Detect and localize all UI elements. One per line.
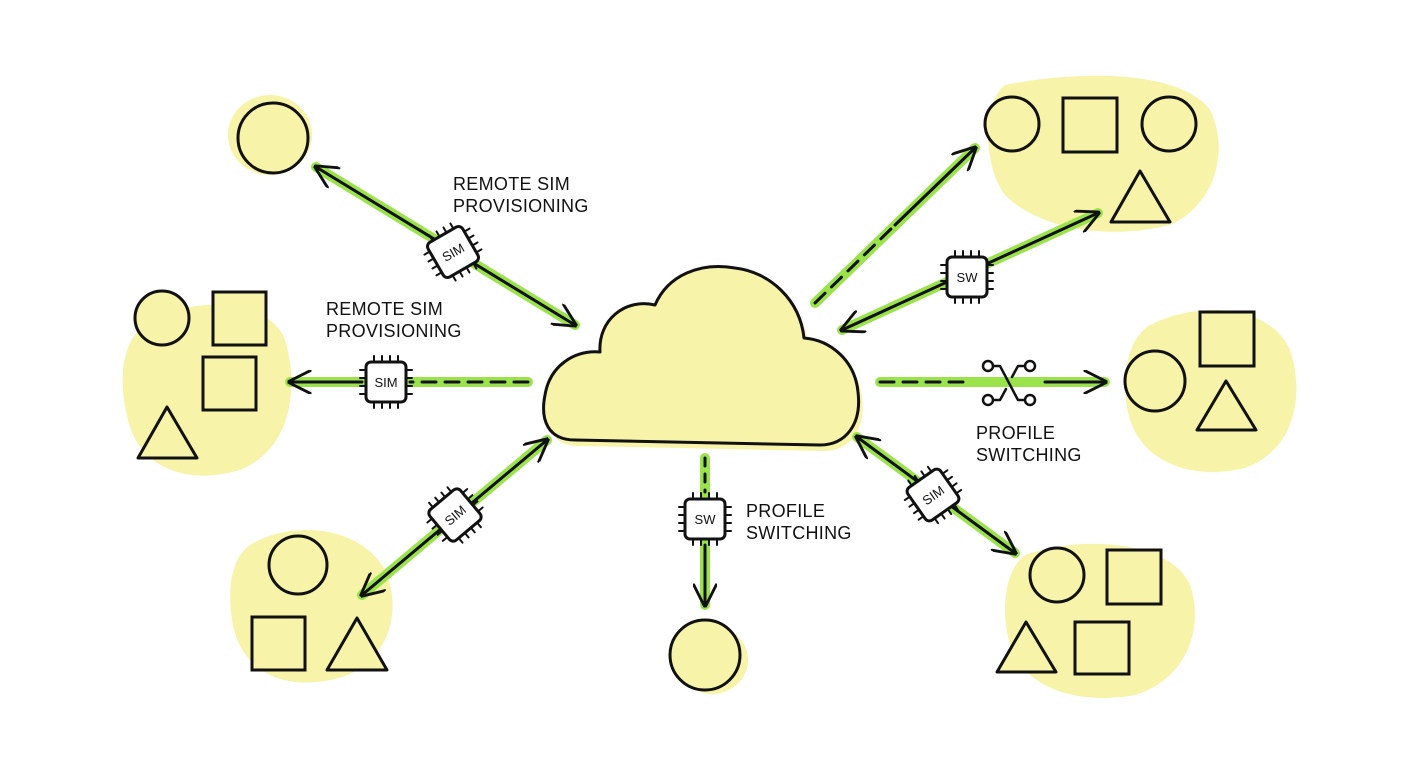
device-group-top-right bbox=[983, 75, 1219, 232]
device-square bbox=[1061, 96, 1119, 154]
label-remote-sim-top: REMOTE SIM PROVISIONING bbox=[453, 173, 589, 217]
device-group-bottom bbox=[668, 618, 748, 694]
arrow-top-right bbox=[893, 148, 975, 227]
device-triangle bbox=[325, 616, 389, 672]
device-circle bbox=[236, 101, 310, 175]
device-triangle bbox=[995, 620, 1058, 674]
device-circle bbox=[267, 534, 329, 596]
label-line: REMOTE SIM bbox=[326, 299, 444, 319]
device-circle bbox=[1140, 95, 1198, 153]
device-square bbox=[250, 615, 307, 672]
sw-chip-icon: SW bbox=[678, 492, 732, 546]
label-line: PROFILE bbox=[976, 423, 1056, 443]
device-group-bottom-right bbox=[995, 543, 1195, 698]
device-group-top-left bbox=[228, 95, 312, 175]
label-line: PROVISIONING bbox=[326, 321, 462, 341]
device-square bbox=[1105, 548, 1163, 606]
label-line: REMOTE SIM bbox=[453, 174, 571, 194]
device-square bbox=[211, 290, 268, 347]
device-square bbox=[1073, 620, 1131, 676]
chip-label: SIM bbox=[374, 375, 397, 390]
device-circle bbox=[668, 618, 742, 692]
device-circle bbox=[983, 95, 1041, 153]
label-line: SWITCHING bbox=[746, 523, 852, 543]
label-line: PROFILE bbox=[746, 501, 826, 521]
device-group-right bbox=[1123, 310, 1297, 472]
chip-label: SW bbox=[957, 270, 979, 285]
switch-icon bbox=[981, 359, 1037, 407]
label-remote-sim-left: REMOTE SIM PROVISIONING bbox=[326, 298, 462, 342]
label-line: PROVISIONING bbox=[453, 196, 589, 216]
device-triangle bbox=[1109, 169, 1172, 224]
cloud-outline bbox=[542, 265, 861, 447]
sim-chip-icon: SIM bbox=[359, 355, 413, 409]
label-line: SWITCHING bbox=[976, 445, 1082, 465]
sim-chip-icon: SIM bbox=[903, 465, 963, 525]
cloud-icon bbox=[542, 265, 863, 451]
device-circle bbox=[1028, 546, 1086, 604]
sim-chip-icon: SIM bbox=[423, 222, 483, 282]
device-triangle bbox=[136, 405, 199, 460]
device-group-left bbox=[122, 289, 292, 476]
device-circle bbox=[1123, 349, 1187, 413]
device-circle bbox=[133, 289, 191, 347]
device-square bbox=[201, 355, 258, 412]
device-square bbox=[1198, 310, 1256, 368]
sw-chip-icon: SW bbox=[940, 250, 994, 304]
device-group-bottom-left bbox=[230, 530, 393, 683]
label-profile-bottom: PROFILE SWITCHING bbox=[746, 500, 852, 544]
label-profile-right: PROFILE SWITCHING bbox=[976, 422, 1082, 466]
device-triangle bbox=[1195, 379, 1258, 432]
sim-chip-icon: SIM bbox=[426, 486, 484, 544]
chip-label: SW bbox=[695, 512, 717, 527]
